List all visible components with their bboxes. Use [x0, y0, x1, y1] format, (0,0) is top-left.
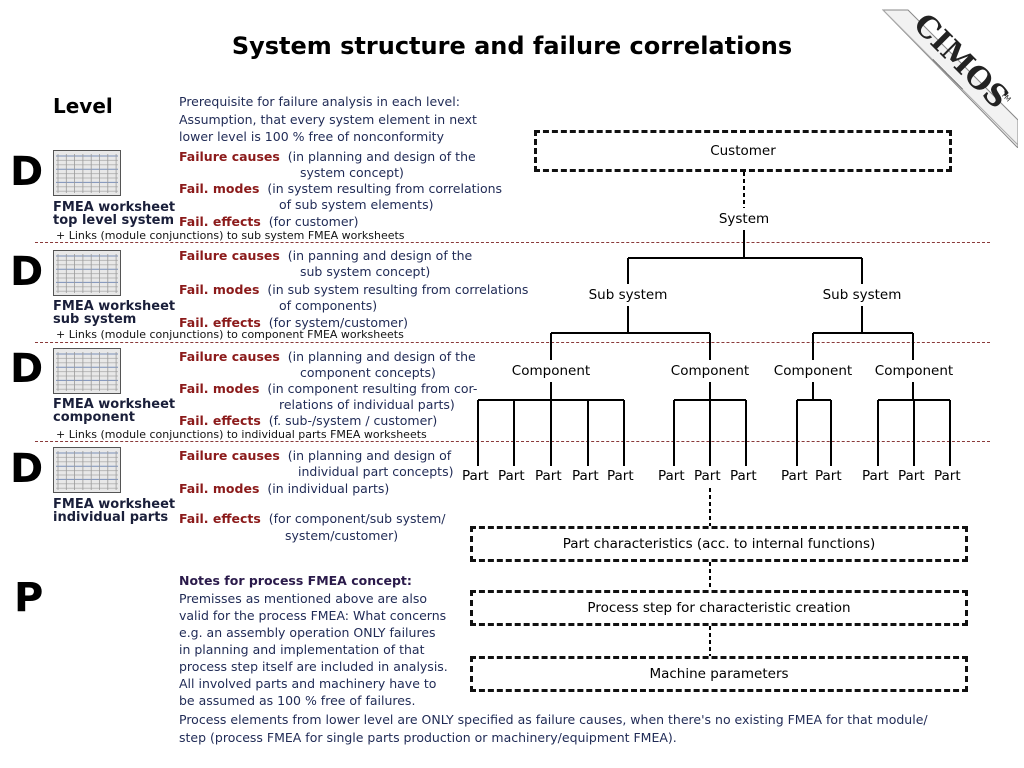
row-continuation: individual part concepts) [298, 464, 454, 479]
worksheet-label: FMEA worksheet [53, 497, 176, 512]
prerequisite-line: Assumption, that every system element in… [179, 112, 477, 127]
prerequisite-line: Prerequisite for failure analysis in eac… [179, 94, 460, 109]
component-node: Component [511, 363, 591, 379]
part-characteristics-box: Part characteristics (acc. to internal f… [470, 526, 968, 562]
process-note-line: in planning and implementation of that [179, 642, 425, 657]
worksheet-label: sub system [53, 312, 137, 327]
process-note-line: e.g. an assembly operation ONLY failures [179, 625, 436, 640]
subsystem-node: Sub system [822, 287, 902, 303]
process-note-line: be assumed as 100 % free of failures. [179, 693, 416, 708]
cimos-logo: CIMOS TM ━━━━━━━━━━━━━━━━━━━━ [878, 7, 1019, 150]
subsystem-node: Sub system [588, 287, 668, 303]
part-node: Part [862, 468, 889, 484]
row-continuation: sub system concept) [300, 264, 431, 279]
box-label: Part characteristics (acc. to internal f… [562, 536, 876, 552]
worksheet-label: FMEA worksheet [53, 299, 176, 314]
row-continuation: system concept) [300, 165, 404, 180]
level-letter: P [14, 575, 44, 621]
level-letter: D [10, 446, 44, 492]
component-node: Component [773, 363, 853, 379]
part-node: Part [498, 468, 525, 484]
level-letter: D [10, 346, 44, 392]
part-node: Part [934, 468, 961, 484]
process-note-line: All involved parts and machinery have to [179, 676, 437, 691]
part-node: Part [898, 468, 925, 484]
customer-box: Customer [534, 130, 952, 172]
level-letter: D [10, 149, 44, 195]
customer-label: Customer [710, 143, 776, 159]
part-node: Part [730, 468, 757, 484]
component-node: Component [670, 363, 750, 379]
process-footer-line: step (process FMEA for single parts prod… [179, 730, 677, 745]
part-node: Part [694, 468, 721, 484]
part-node: Part [607, 468, 634, 484]
failure-causes-row: Failure causes (in planning and design o… [179, 448, 452, 463]
page-title: System structure and failure correlation… [231, 32, 793, 60]
failure-modes-row: Fail. modes (in sub system resulting fro… [179, 282, 529, 297]
worksheet-label: FMEA worksheet [53, 200, 176, 215]
box-label: Machine parameters [649, 666, 789, 682]
level-heading: Level [53, 94, 113, 118]
worksheet-thumbnail [53, 250, 121, 296]
module-link-note: + Links (module conjunctions) to individ… [56, 428, 427, 441]
failure-causes-row: Failure causes (in panning and design of… [179, 248, 473, 263]
box-label: Process step for characteristic creation [587, 600, 851, 616]
failure-modes-row: Fail. modes (in individual parts) [179, 481, 390, 496]
worksheet-label: FMEA worksheet [53, 397, 176, 412]
part-node: Part [572, 468, 599, 484]
part-node: Part [815, 468, 842, 484]
part-node: Part [781, 468, 808, 484]
failure-causes-row: Failure causes (in planning and design o… [179, 149, 476, 164]
part-node: Part [535, 468, 562, 484]
failure-causes-row: Failure causes (in planning and design o… [179, 349, 476, 364]
worksheet-label: top level system [53, 213, 175, 228]
failure-effects-row: Fail. effects (for component/sub system/ [179, 511, 446, 526]
level-separator [35, 342, 990, 343]
part-node: Part [658, 468, 685, 484]
process-notes-heading: Notes for process FMEA concept: [179, 573, 412, 588]
process-note-line: valid for the process FMEA: What concern… [179, 608, 447, 623]
worksheet-thumbnail [53, 150, 121, 196]
failure-effects-row: Fail. effects (for customer) [179, 214, 359, 229]
worksheet-label: component [53, 410, 135, 425]
level-separator [35, 441, 990, 442]
worksheet-thumbnail [53, 348, 121, 394]
worksheet-label: individual parts [53, 510, 169, 525]
part-node: Part [462, 468, 489, 484]
row-continuation: relations of individual parts) [279, 397, 455, 412]
machine-parameters-box: Machine parameters [470, 656, 968, 692]
module-link-note: + Links (module conjunctions) to compone… [56, 328, 404, 341]
row-continuation: of components) [279, 298, 378, 313]
row-continuation: component concepts) [300, 365, 436, 380]
system-node: System [718, 211, 770, 227]
failure-modes-row: Fail. modes (in system resulting from co… [179, 181, 503, 196]
level-separator [35, 242, 990, 243]
worksheet-thumbnail [53, 447, 121, 493]
failure-modes-row: Fail. modes (in component resulting from… [179, 381, 478, 396]
failure-effects-row: Fail. effects (f. sub-/system / customer… [179, 413, 438, 428]
row-continuation: of sub system elements) [279, 197, 434, 212]
process-step-box: Process step for characteristic creation [470, 590, 968, 626]
process-footer-line: Process elements from lower level are ON… [179, 712, 928, 727]
process-note-line: Premisses as mentioned above are also [179, 591, 427, 606]
level-letter: D [10, 249, 44, 295]
module-link-note: + Links (module conjunctions) to sub sys… [56, 229, 405, 242]
failure-effects-row: Fail. effects (for system/customer) [179, 315, 408, 330]
prerequisite-line: lower level is 100 % free of nonconformi… [179, 129, 444, 144]
component-node: Component [874, 363, 954, 379]
row-continuation: system/customer) [285, 528, 399, 543]
process-note-line: process step itself are included in anal… [179, 659, 448, 674]
